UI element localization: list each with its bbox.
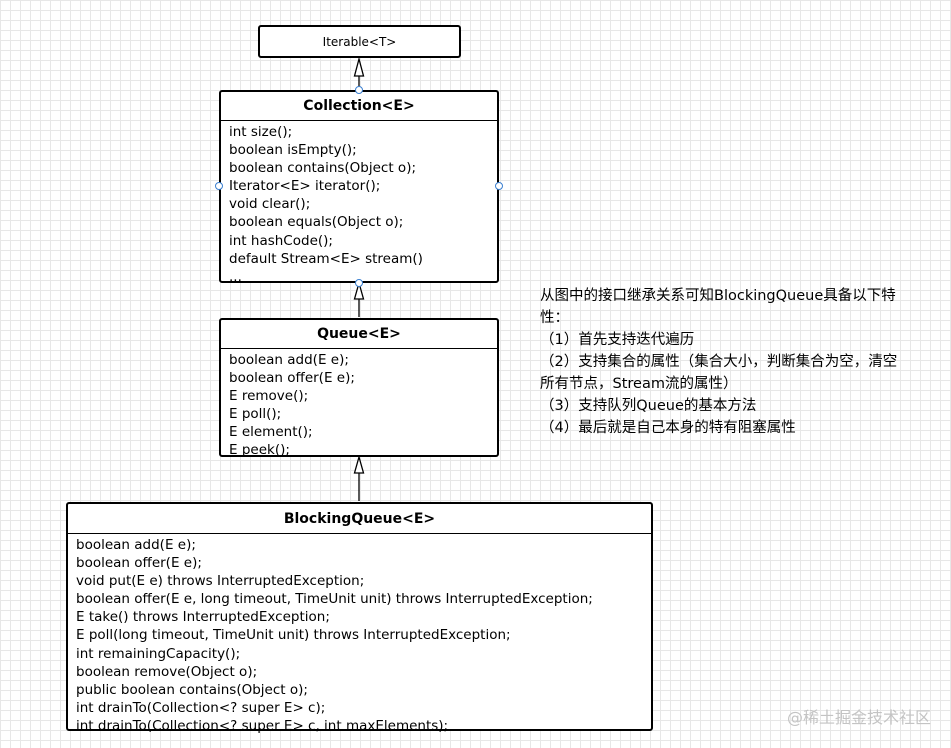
note-line: 所有节点，Stream流的属性） [540,376,738,392]
blockingqueue-members: boolean add(E e); boolean offer(E e); vo… [68,534,651,737]
member-line: void put(E e) throws InterruptedExceptio… [76,573,365,590]
member-line: int size(); [229,124,293,140]
member-line: boolean offer(E e); [229,370,355,387]
connection-handle[interactable] [215,182,223,190]
arrowhead-collection [353,280,365,300]
member-line: int hashCode(); [229,232,333,249]
arrowhead-queue [353,454,365,474]
member-line: E remove(); [229,388,309,405]
note-line: （3）支持队列Queue的基本方法 [540,398,757,414]
member-line: E element(); [229,424,313,441]
member-line: int remainingCapacity(); [76,645,241,662]
member-line: int drainTo(Collection<? super E> c, int… [76,717,449,734]
member-line: E take() throws InterruptedException; [76,609,330,626]
member-line: ... [229,268,242,285]
member-line: boolean offer(E e); [76,555,202,572]
member-line: E poll(); [229,406,282,423]
note-line: （4）最后就是自己本身的特有阻塞属性 [540,420,796,436]
member-line: void clear(); [229,196,311,213]
member-line: boolean isEmpty(); [229,142,357,159]
member-line: boolean remove(Object o); [76,663,258,680]
member-line: Iterator<E> iterator(); [229,178,381,195]
member-line: public boolean contains(Object o); [76,681,308,698]
member-line: boolean add(E e); [76,537,196,553]
note-line: （2）支持集合的属性（集合大小，判断集合为空，清空 [540,354,898,370]
note-line: 从图中的接口继承关系可知BlockingQueue具备以下特 [540,288,896,304]
note-line: 性： [540,310,569,326]
member-line: int drainTo(Collection<? super E> c); [76,699,326,716]
collection-interface-box[interactable]: Collection<E> int size(); boolean isEmpt… [219,90,499,285]
connection-handle[interactable] [355,279,363,287]
explanation-note[interactable]: 从图中的接口继承关系可知BlockingQueue具备以下特 性： （1）首先支… [540,285,938,439]
iterable-label: Iterable<T> [322,34,397,49]
member-line: E poll(long timeout, TimeUnit unit) thro… [76,627,511,644]
member-line: boolean equals(Object o); [229,214,404,231]
collection-members: int size(); boolean isEmpty(); boolean c… [221,121,497,288]
member-line: boolean contains(Object o); [229,160,417,177]
blockingqueue-title: BlockingQueue<E> [68,504,651,534]
iterable-interface-box[interactable]: Iterable<T> [258,25,461,58]
member-line: boolean offer(E e, long timeout, TimeUni… [76,591,593,608]
watermark: @稀土掘金技术社区 [786,708,931,727]
queue-interface-box[interactable]: Queue<E> boolean add(E e); boolean offer… [219,318,499,458]
member-line: default Stream<E> stream() [229,250,423,267]
blockingqueue-interface-box[interactable]: BlockingQueue<E> boolean add(E e); boole… [66,502,653,734]
collection-title: Collection<E> [221,92,497,121]
queue-members: boolean add(E e); boolean offer(E e); E … [221,349,497,462]
member-line: E peek(); [229,442,290,459]
member-line: boolean add(E e); [229,352,349,368]
connection-handle[interactable] [355,86,363,94]
note-line: （1）首先支持迭代遍历 [540,332,695,348]
connection-handle[interactable] [495,182,503,190]
queue-title: Queue<E> [221,320,497,349]
arrowhead-iterable [353,56,365,77]
